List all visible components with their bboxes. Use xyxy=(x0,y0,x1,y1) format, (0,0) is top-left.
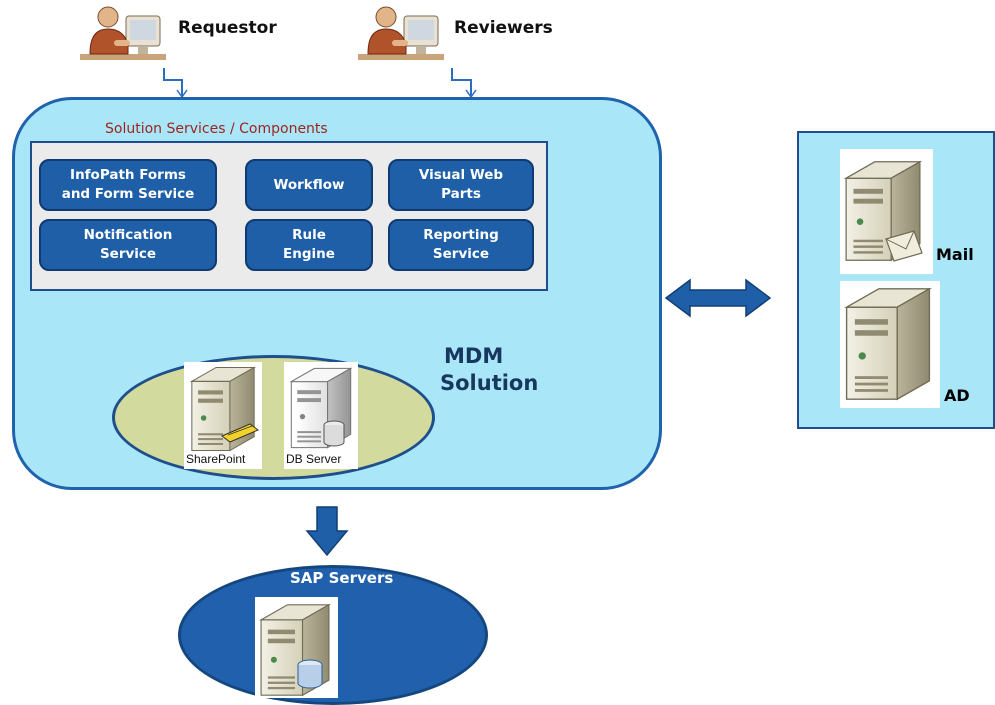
requestor-label: Requestor xyxy=(178,18,277,38)
database-icon xyxy=(323,420,345,447)
services-title: Solution Services / Components xyxy=(105,121,328,137)
sap-servers-label: SAP Servers xyxy=(290,569,394,587)
actor-connectors xyxy=(163,68,477,99)
db-server: DB Server xyxy=(284,362,358,469)
mdm-servers-ellipse xyxy=(112,355,435,480)
double-arrow-icon xyxy=(664,278,772,318)
mail-label: Mail xyxy=(936,245,974,264)
ad-label: AD xyxy=(944,386,970,405)
down-arrow-icon xyxy=(305,506,349,557)
requestor-connector xyxy=(163,68,183,97)
reviewers-label: Reviewers xyxy=(454,18,553,38)
reviewers-connector xyxy=(451,68,472,97)
server-icon xyxy=(842,283,934,405)
mail-server xyxy=(840,149,933,274)
service-workflow: Workflow xyxy=(245,159,373,211)
mail-envelope-icon xyxy=(885,230,923,262)
sharepoint-overlay-icon xyxy=(221,423,259,443)
ad-server xyxy=(840,281,940,408)
sharepoint-caption: SharePoint xyxy=(186,452,246,466)
sap-server xyxy=(255,597,338,698)
sharepoint-server: SharePoint xyxy=(184,362,262,469)
database-icon xyxy=(297,659,323,689)
db-server-caption: DB Server xyxy=(286,452,342,466)
mdm-solution-label: MDM Solution xyxy=(440,344,539,395)
